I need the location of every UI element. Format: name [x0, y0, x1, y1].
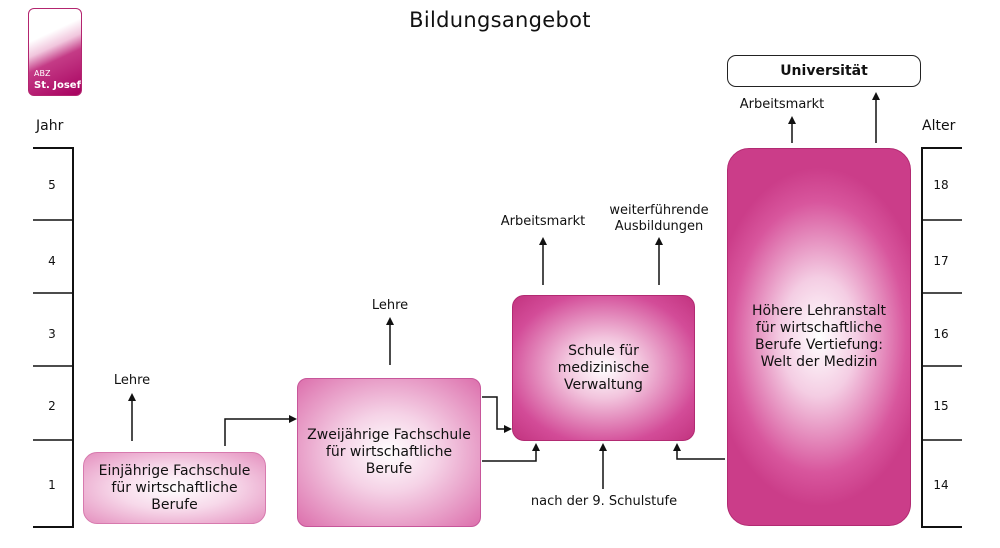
right-scale-value: 14: [933, 478, 949, 492]
right-scale-value: 16: [933, 327, 949, 341]
right-scale-heading: Alter: [922, 118, 956, 134]
left-scale-value: 4: [48, 254, 56, 268]
box-hoehere-lehranstalt: Höhere Lehranstalt für wirtschaftliche B…: [727, 148, 911, 526]
left-scale-value: 3: [48, 327, 56, 341]
right-scale-value: 18: [933, 178, 949, 192]
right-scale-value: 15: [933, 399, 949, 413]
left-scale-heading: Jahr: [36, 118, 64, 134]
box-einjaehrige-fachschule: Einjährige Fachschule für wirtschaftlich…: [83, 452, 266, 524]
logo-line-1: ABZ: [34, 69, 51, 78]
label-nach-der-9-schulstufe: nach der 9. Schulstufe: [530, 494, 678, 509]
label-arbeitsmarkt-2: Arbeitsmarkt: [739, 97, 825, 112]
left-scale-value: 2: [48, 399, 56, 413]
label-weiterfuehrende-line-1: weiterführende: [609, 203, 709, 218]
label-lehre-2: Lehre: [371, 298, 409, 313]
logo-line-2: St. Josef: [34, 80, 81, 91]
box-universitaet: Universität: [727, 55, 921, 87]
right-scale-value: 17: [933, 254, 949, 268]
left-scale-value: 5: [48, 178, 56, 192]
box-schule-medizinische-verwaltung: Schule für medizinische Verwaltung: [512, 295, 695, 441]
page-title: Bildungsangebot: [409, 8, 591, 32]
abz-logo: ABZ St. Josef: [28, 8, 82, 96]
label-weiterfuehrende-line-2: Ausbildungen: [614, 219, 704, 234]
left-scale-value: 1: [48, 478, 56, 492]
label-arbeitsmarkt-1: Arbeitsmarkt: [500, 214, 586, 229]
box-zweijaehrige-fachschule: Zweijährige Fachschule für wirtschaftlic…: [297, 378, 481, 527]
label-lehre-1: Lehre: [113, 373, 151, 388]
